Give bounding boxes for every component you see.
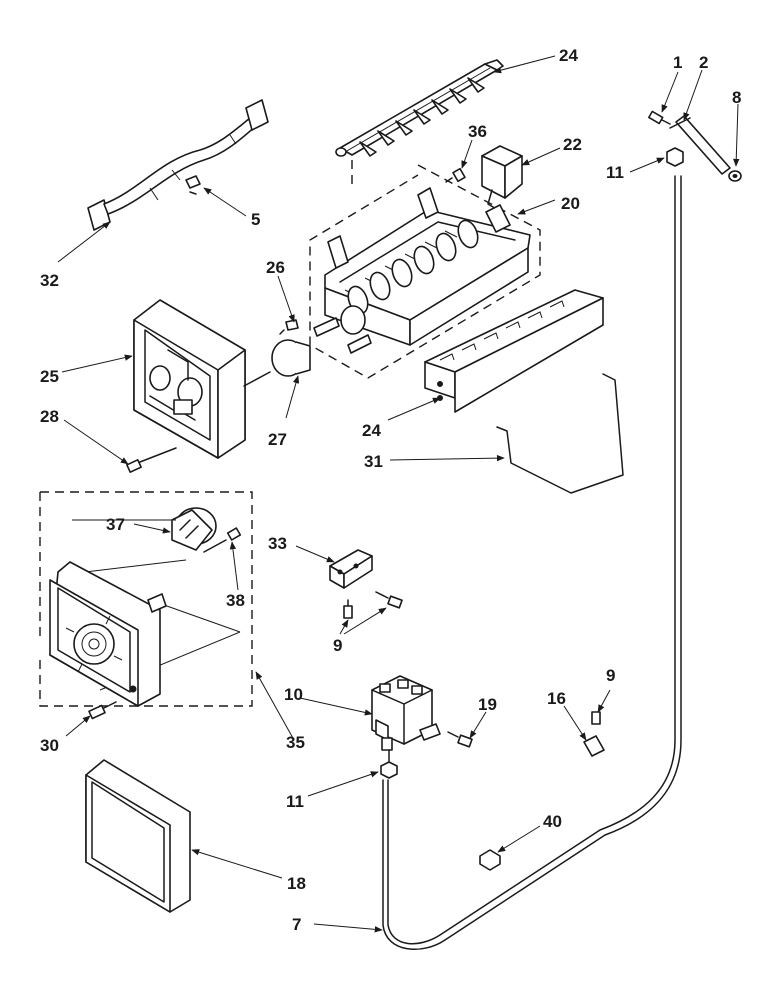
label-28: 28 (40, 407, 59, 426)
label-11-upper: 11 (606, 163, 624, 182)
label-26: 26 (266, 258, 285, 277)
label-27: 27 (268, 430, 287, 449)
part-23-ejector-comb (335, 59, 504, 157)
part-24-fill-trough (424, 289, 604, 413)
part-1-screw (648, 110, 671, 125)
part-37-motor (171, 507, 217, 551)
label-10: 10 (284, 685, 303, 704)
part-40-nut (479, 849, 501, 871)
part-35-control-module (49, 561, 167, 707)
part-5-clip (185, 175, 201, 195)
part-38-screw (203, 527, 242, 553)
part-18-cover (85, 759, 191, 913)
part-26-screw (279, 319, 299, 335)
label-25: 25 (40, 367, 59, 386)
part-20-ice-mold (313, 187, 531, 354)
label-8: 8 (732, 88, 741, 107)
part-30-screw (88, 701, 117, 720)
part-11-nut-upper (666, 147, 684, 167)
part-9-screw-right (591, 711, 601, 725)
part-31-shutoff-arm (496, 373, 624, 494)
part-25-control-housing (133, 299, 246, 459)
label-36: 36 (468, 122, 487, 141)
part-labels: 24 1 2 8 36 22 11 20 5 26 32 25 28 24 27… (40, 46, 741, 934)
part-32-wiring-harness (87, 99, 269, 231)
part-36-screw (445, 167, 466, 183)
label-9-upper: 9 (333, 636, 342, 655)
label-18: 18 (287, 874, 306, 893)
label-7: 7 (292, 915, 301, 934)
part-9-screws-upper (343, 591, 403, 619)
part-2-fill-tube (669, 115, 731, 175)
label-22: 22 (563, 135, 582, 154)
part-7-water-tube (387, 175, 676, 945)
part-28-screw (126, 447, 177, 473)
part-8-washer (728, 170, 742, 182)
label-33: 33 (268, 534, 287, 553)
part-11-nut-lower (380, 749, 398, 779)
part-16-clip (583, 735, 605, 757)
label-30: 30 (40, 736, 59, 755)
label-19: 19 (478, 695, 497, 714)
label-5: 5 (251, 210, 260, 229)
part-10-water-valve (371, 675, 441, 751)
leader-lines (57, 55, 740, 933)
label-9-right: 9 (606, 666, 615, 685)
label-37: 37 (106, 515, 125, 534)
label-35: 35 (286, 733, 305, 752)
label-32: 32 (40, 271, 59, 290)
label-16: 16 (547, 689, 566, 708)
label-38: 38 (226, 591, 245, 610)
label-20: 20 (561, 194, 580, 213)
part-19-screw (447, 731, 473, 748)
label-40: 40 (543, 812, 562, 831)
label-31: 31 (364, 452, 383, 471)
part-33-bracket (329, 549, 373, 589)
part-22-cover (481, 145, 523, 211)
label-1: 1 (673, 53, 682, 72)
label-2: 2 (699, 53, 708, 72)
label-23: 24 (559, 46, 578, 65)
label-24: 24 (362, 421, 381, 440)
label-11-lower: 11 (286, 792, 304, 811)
part-27-thermostat (243, 339, 311, 387)
